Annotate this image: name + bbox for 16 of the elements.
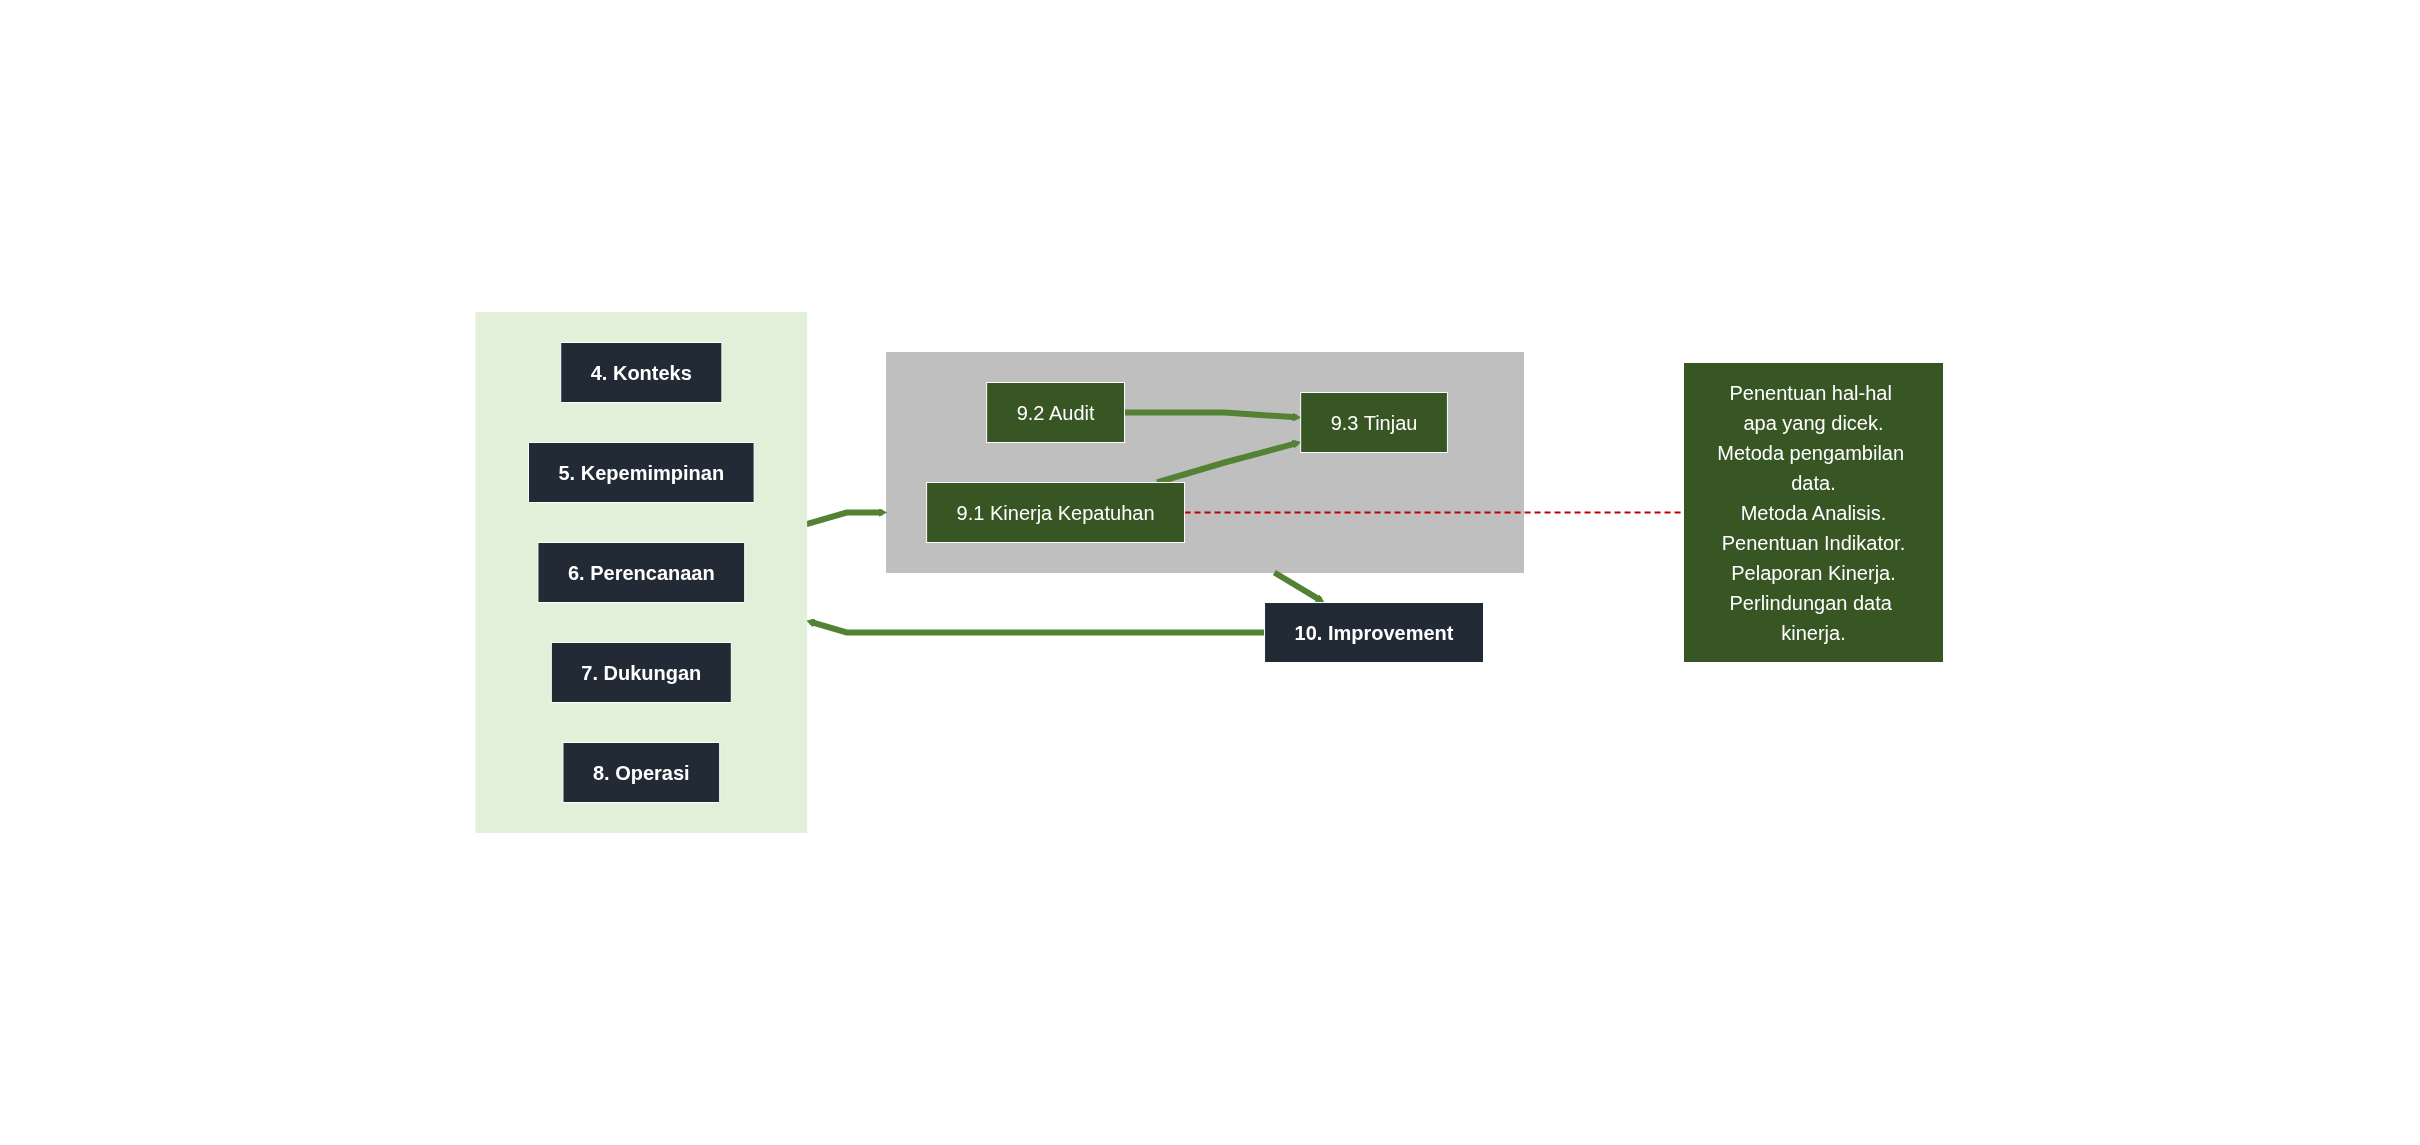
arrow (1273, 569, 1325, 603)
node-box: 4. Konteks (560, 342, 723, 403)
arrow (806, 508, 888, 528)
cluster (475, 312, 808, 833)
node-box: 7. Dukungan (551, 642, 733, 703)
node-box: 9.1 Kinerja Kepatuhan (926, 482, 1186, 543)
node-box: 9.3 Tinjau (1300, 392, 1449, 453)
cluster (886, 352, 1525, 573)
node-box: 10. Improvement (1264, 602, 1485, 663)
node-box: 6. Perencanaan (537, 542, 746, 603)
node-box: Penentuan hal-hal apa yang dicek. Metoda pengambilan data. Metoda Analisis. Penentuan Indikator. Pelaporan Kinerja. Perlindungan data kinerja. (1683, 362, 1945, 663)
node-box: 5. Kepemimpinan (528, 442, 755, 503)
arrow (1124, 409, 1302, 422)
node-box: 9.2 Audit (986, 382, 1126, 443)
arrow (806, 618, 1265, 636)
node-box: 8. Operasi (562, 742, 721, 803)
